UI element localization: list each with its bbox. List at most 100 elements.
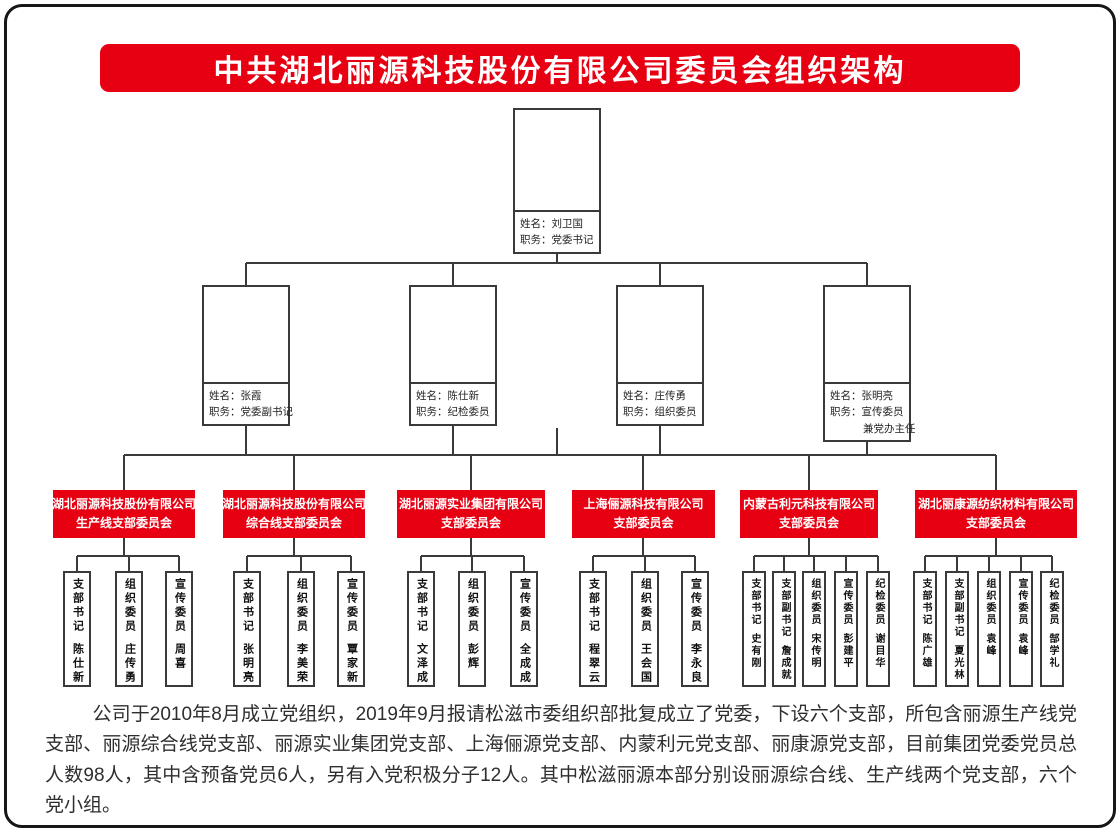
role-name: 彭辉 bbox=[466, 643, 479, 671]
role-box: 组织委员 袁峰 bbox=[977, 571, 1001, 687]
person-title: 职务：宣传委员 bbox=[830, 406, 904, 419]
deputy-node-3: 姓名：庄传勇 职务：组织委员 bbox=[616, 285, 704, 426]
role-box: 支部书记 文泽成 bbox=[407, 571, 435, 687]
role-title: 宣传委员 bbox=[345, 578, 358, 634]
branch-company: 上海俪源科技有限公司 bbox=[583, 497, 704, 512]
branch-header-1: 湖北丽源科技股份有限公司 生产线支部委员会 bbox=[52, 490, 197, 538]
photo-placeholder bbox=[825, 287, 909, 384]
branch-committee: 生产线支部委员会 bbox=[75, 516, 172, 530]
role-name: 史有刚 bbox=[749, 633, 760, 669]
branch-committee: 支部委员会 bbox=[965, 516, 1026, 530]
role-name: 王会国 bbox=[639, 643, 652, 685]
role-title: 支部书记 bbox=[587, 578, 600, 634]
person-title: 职务：纪检委员 bbox=[416, 406, 490, 419]
role-title: 支部书记 bbox=[920, 578, 931, 626]
role-box: 支部副书记 夏光林 bbox=[945, 571, 969, 687]
role-box: 支部书记 陈仕新 bbox=[63, 571, 91, 687]
role-name: 周喜 bbox=[173, 643, 186, 671]
role-name: 彭建平 bbox=[841, 633, 852, 669]
role-box: 纪检委员 郜学礼 bbox=[1040, 571, 1064, 687]
role-title: 组织委员 bbox=[809, 578, 820, 626]
role-box: 组织委员 李美荣 bbox=[287, 571, 315, 687]
role-title: 组织委员 bbox=[295, 578, 308, 634]
person-title: 职务：组织委员 bbox=[623, 406, 697, 419]
role-title: 支部书记 bbox=[71, 578, 84, 634]
role-box: 宣传委员 袁峰 bbox=[1009, 571, 1033, 687]
role-name: 袁峰 bbox=[984, 633, 995, 657]
summary-paragraph: 公司于2010年8月成立党组织，2019年9月报请松滋市委组织部批复成立了党委，… bbox=[45, 704, 1077, 817]
person-name: 姓名：陈仕新 bbox=[416, 390, 479, 402]
role-box: 宣传委员 李永良 bbox=[681, 571, 709, 687]
role-box: 支部书记 张明亮 bbox=[233, 571, 261, 687]
person-name: 姓名：张明亮 bbox=[830, 390, 893, 402]
role-box: 宣传委员 彭建平 bbox=[834, 571, 858, 687]
role-name: 夏光林 bbox=[952, 645, 963, 681]
person-title-line2: 兼党办主任 bbox=[863, 422, 916, 435]
branch-header-2: 湖北丽源科技股份有限公司 综合线支部委员会 bbox=[222, 490, 367, 538]
branch-company: 内蒙古利元科技有限公司 bbox=[742, 497, 875, 512]
person-name: 姓名：刘卫国 bbox=[520, 218, 583, 230]
branch-committee: 支部委员会 bbox=[613, 516, 674, 530]
role-box: 宣传委员 周喜 bbox=[165, 571, 193, 687]
role-name: 庄传勇 bbox=[123, 643, 136, 685]
role-name: 郜学礼 bbox=[1047, 633, 1058, 669]
role-title: 宣传委员 bbox=[1016, 578, 1027, 626]
photo-placeholder bbox=[515, 110, 599, 212]
role-title: 纪检委员 bbox=[873, 578, 884, 626]
deputy-node-1: 姓名：张霞 职务：党委副书记 bbox=[202, 285, 293, 426]
chart-title-banner: 中共湖北丽源科技股份有限公司委员会组织架构 bbox=[100, 44, 1020, 92]
role-box: 支部书记 陈广雄 bbox=[913, 571, 937, 687]
role-box: 组织委员 王会国 bbox=[631, 571, 659, 687]
role-name: 李永良 bbox=[689, 643, 702, 685]
role-name: 文泽成 bbox=[415, 643, 428, 685]
person-title: 职务：党委副书记 bbox=[209, 406, 293, 419]
role-title: 支部副书记 bbox=[779, 578, 790, 638]
role-name: 袁峰 bbox=[1016, 633, 1027, 657]
branch-committee: 综合线支部委员会 bbox=[245, 516, 342, 530]
photo-placeholder bbox=[618, 287, 702, 384]
deputy-node-2: 姓名：陈仕新 职务：纪检委员 bbox=[409, 285, 497, 426]
person-info: 姓名：张明亮 职务：宣传委员 兼党办主任 bbox=[825, 384, 916, 440]
role-box: 支部副书记 詹成就 bbox=[772, 571, 796, 687]
person-info: 姓名：张霞 职务：党委副书记 bbox=[204, 384, 293, 424]
person-name: 姓名：张霞 bbox=[209, 390, 262, 402]
role-title: 宣传委员 bbox=[689, 578, 702, 634]
role-box: 纪检委员 谢目华 bbox=[866, 571, 890, 687]
role-title: 支部副书记 bbox=[952, 578, 963, 638]
deputy-node-4: 姓名：张明亮 职务：宣传委员 兼党办主任 bbox=[823, 285, 916, 442]
person-title: 职务：党委书记 bbox=[520, 234, 594, 247]
branch-committee: 支部委员会 bbox=[778, 516, 839, 530]
branch-header-4: 上海俪源科技有限公司 支部委员会 bbox=[572, 490, 715, 538]
role-name: 宋传明 bbox=[809, 633, 820, 669]
role-title: 组织委员 bbox=[639, 578, 652, 634]
branch-company: 湖北丽源科技股份有限公司 bbox=[222, 497, 367, 512]
photo-placeholder bbox=[204, 287, 288, 384]
role-name: 全成成 bbox=[518, 643, 531, 685]
role-name: 谢目华 bbox=[873, 633, 884, 669]
role-box: 支部书记 程翠云 bbox=[579, 571, 607, 687]
role-title: 宣传委员 bbox=[518, 578, 531, 634]
role-box: 宣传委员 全成成 bbox=[510, 571, 538, 687]
role-title: 组织委员 bbox=[466, 578, 479, 634]
role-title: 支部书记 bbox=[749, 578, 760, 626]
photo-placeholder bbox=[411, 287, 495, 384]
branch-company: 湖北丽源实业集团有限公司 bbox=[398, 497, 543, 512]
role-name: 陈广雄 bbox=[920, 633, 931, 669]
role-box: 组织委员 宋传明 bbox=[802, 571, 826, 687]
role-name: 陈仕新 bbox=[71, 643, 84, 685]
role-title: 宣传委员 bbox=[173, 578, 186, 634]
branch-header-5: 内蒙古利元科技有限公司 支部委员会 bbox=[740, 490, 878, 538]
person-name: 姓名：庄传勇 bbox=[623, 390, 686, 402]
role-box: 支部书记 史有刚 bbox=[742, 571, 766, 687]
role-title: 支部书记 bbox=[415, 578, 428, 634]
role-name: 张明亮 bbox=[241, 643, 254, 685]
role-box: 宣传委员 覃家新 bbox=[337, 571, 365, 687]
branch-company: 湖北丽源科技股份有限公司 bbox=[52, 497, 197, 512]
branch-committee: 支部委员会 bbox=[440, 516, 501, 530]
person-info: 姓名：陈仕新 职务：纪检委员 bbox=[411, 384, 495, 424]
branch-header-3: 湖北丽源实业集团有限公司 支部委员会 bbox=[397, 490, 545, 538]
page-title: 中共湖北丽源科技股份有限公司委员会组织架构 bbox=[213, 55, 907, 88]
branch-company: 湖北丽康源纺织材料有限公司 bbox=[917, 497, 1074, 512]
role-title: 宣传委员 bbox=[841, 578, 852, 626]
